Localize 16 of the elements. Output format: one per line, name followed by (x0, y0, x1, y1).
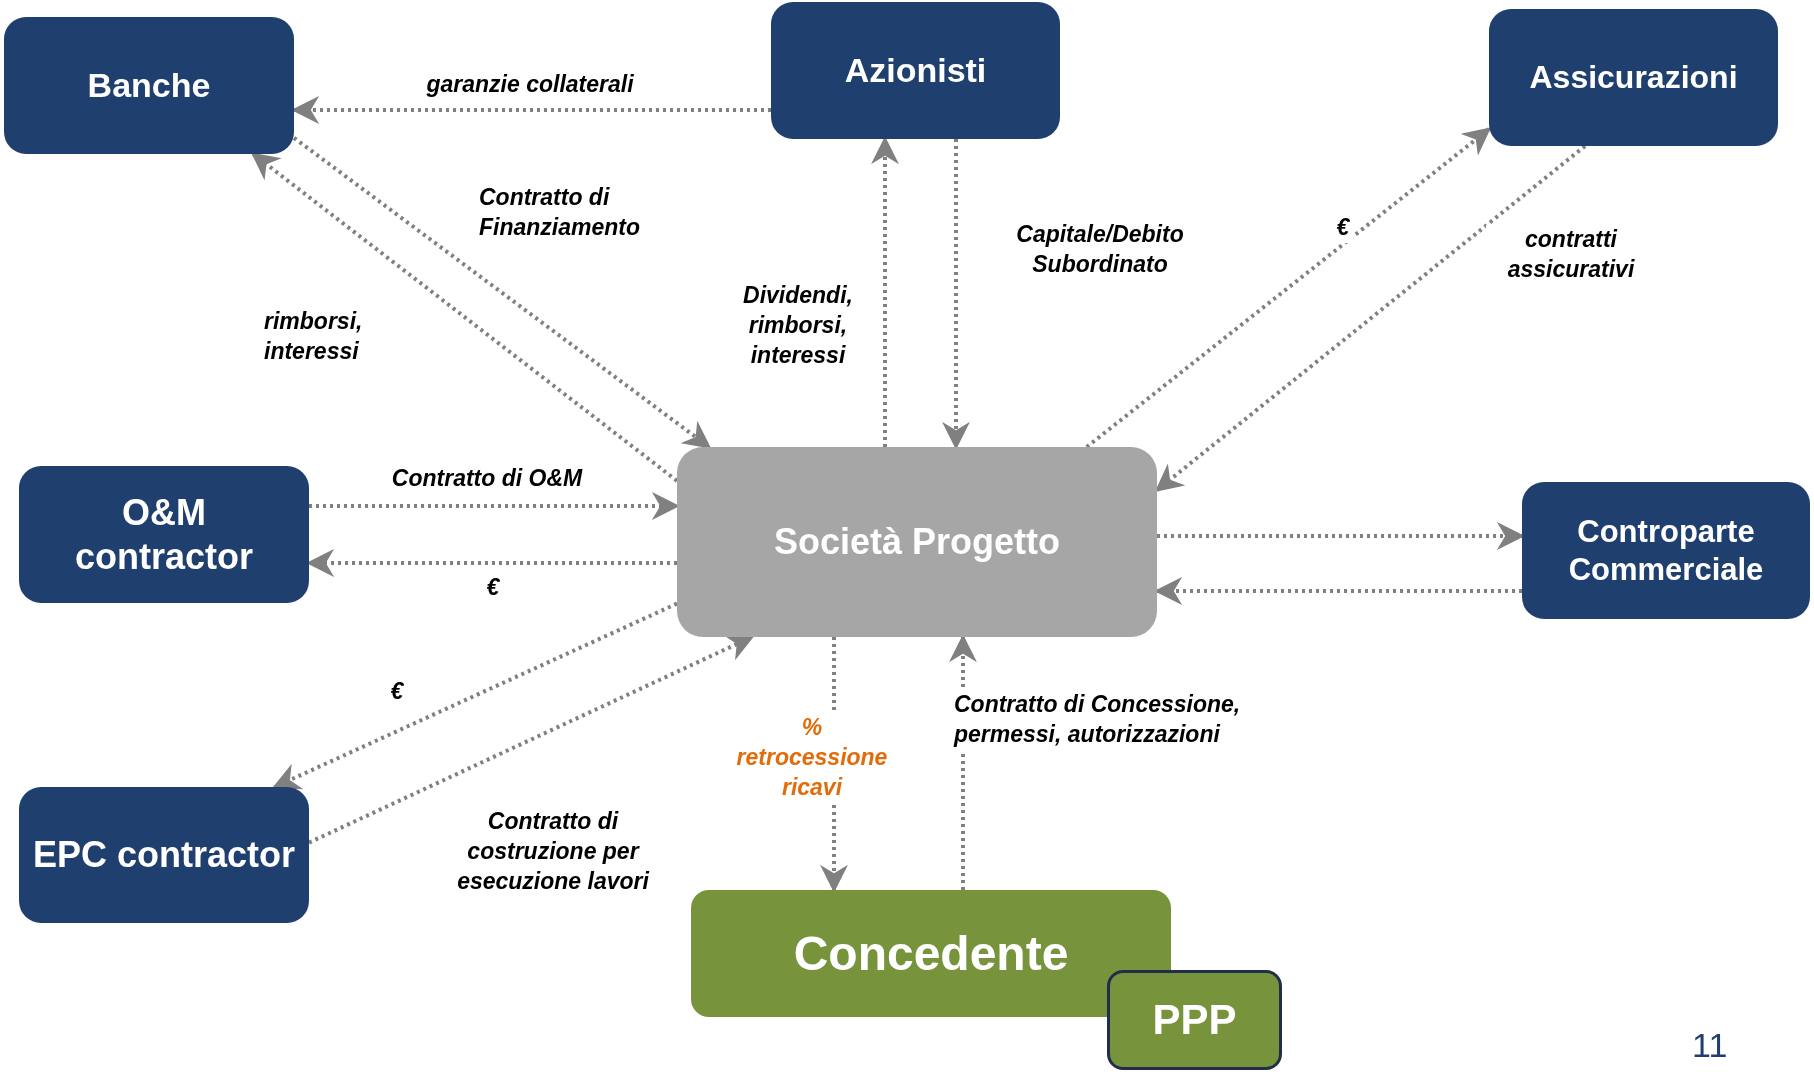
dotted-arrow (871, 136, 899, 447)
dotted-arrow (272, 601, 678, 790)
page-number: 11 (1692, 1025, 1728, 1066)
dotted-arrow (942, 139, 970, 450)
stakeholder-box: Controparte Commerciale (1522, 482, 1810, 619)
stakeholder-box: Banche (4, 17, 294, 154)
project-company-box: Società Progetto (677, 447, 1157, 637)
stakeholder-box: Azionisti (771, 2, 1060, 139)
stakeholder-box: Assicurazioni (1489, 9, 1778, 146)
stakeholder-box: EPC contractor (19, 787, 309, 923)
dotted-arrow (308, 634, 755, 845)
stakeholder-box: O&M contractor (19, 466, 309, 603)
dotted-arrow (292, 136, 712, 449)
dotted-arrow (1085, 127, 1492, 449)
dotted-arrow (250, 152, 679, 483)
ppp-tag-box: PPP (1107, 970, 1282, 1070)
